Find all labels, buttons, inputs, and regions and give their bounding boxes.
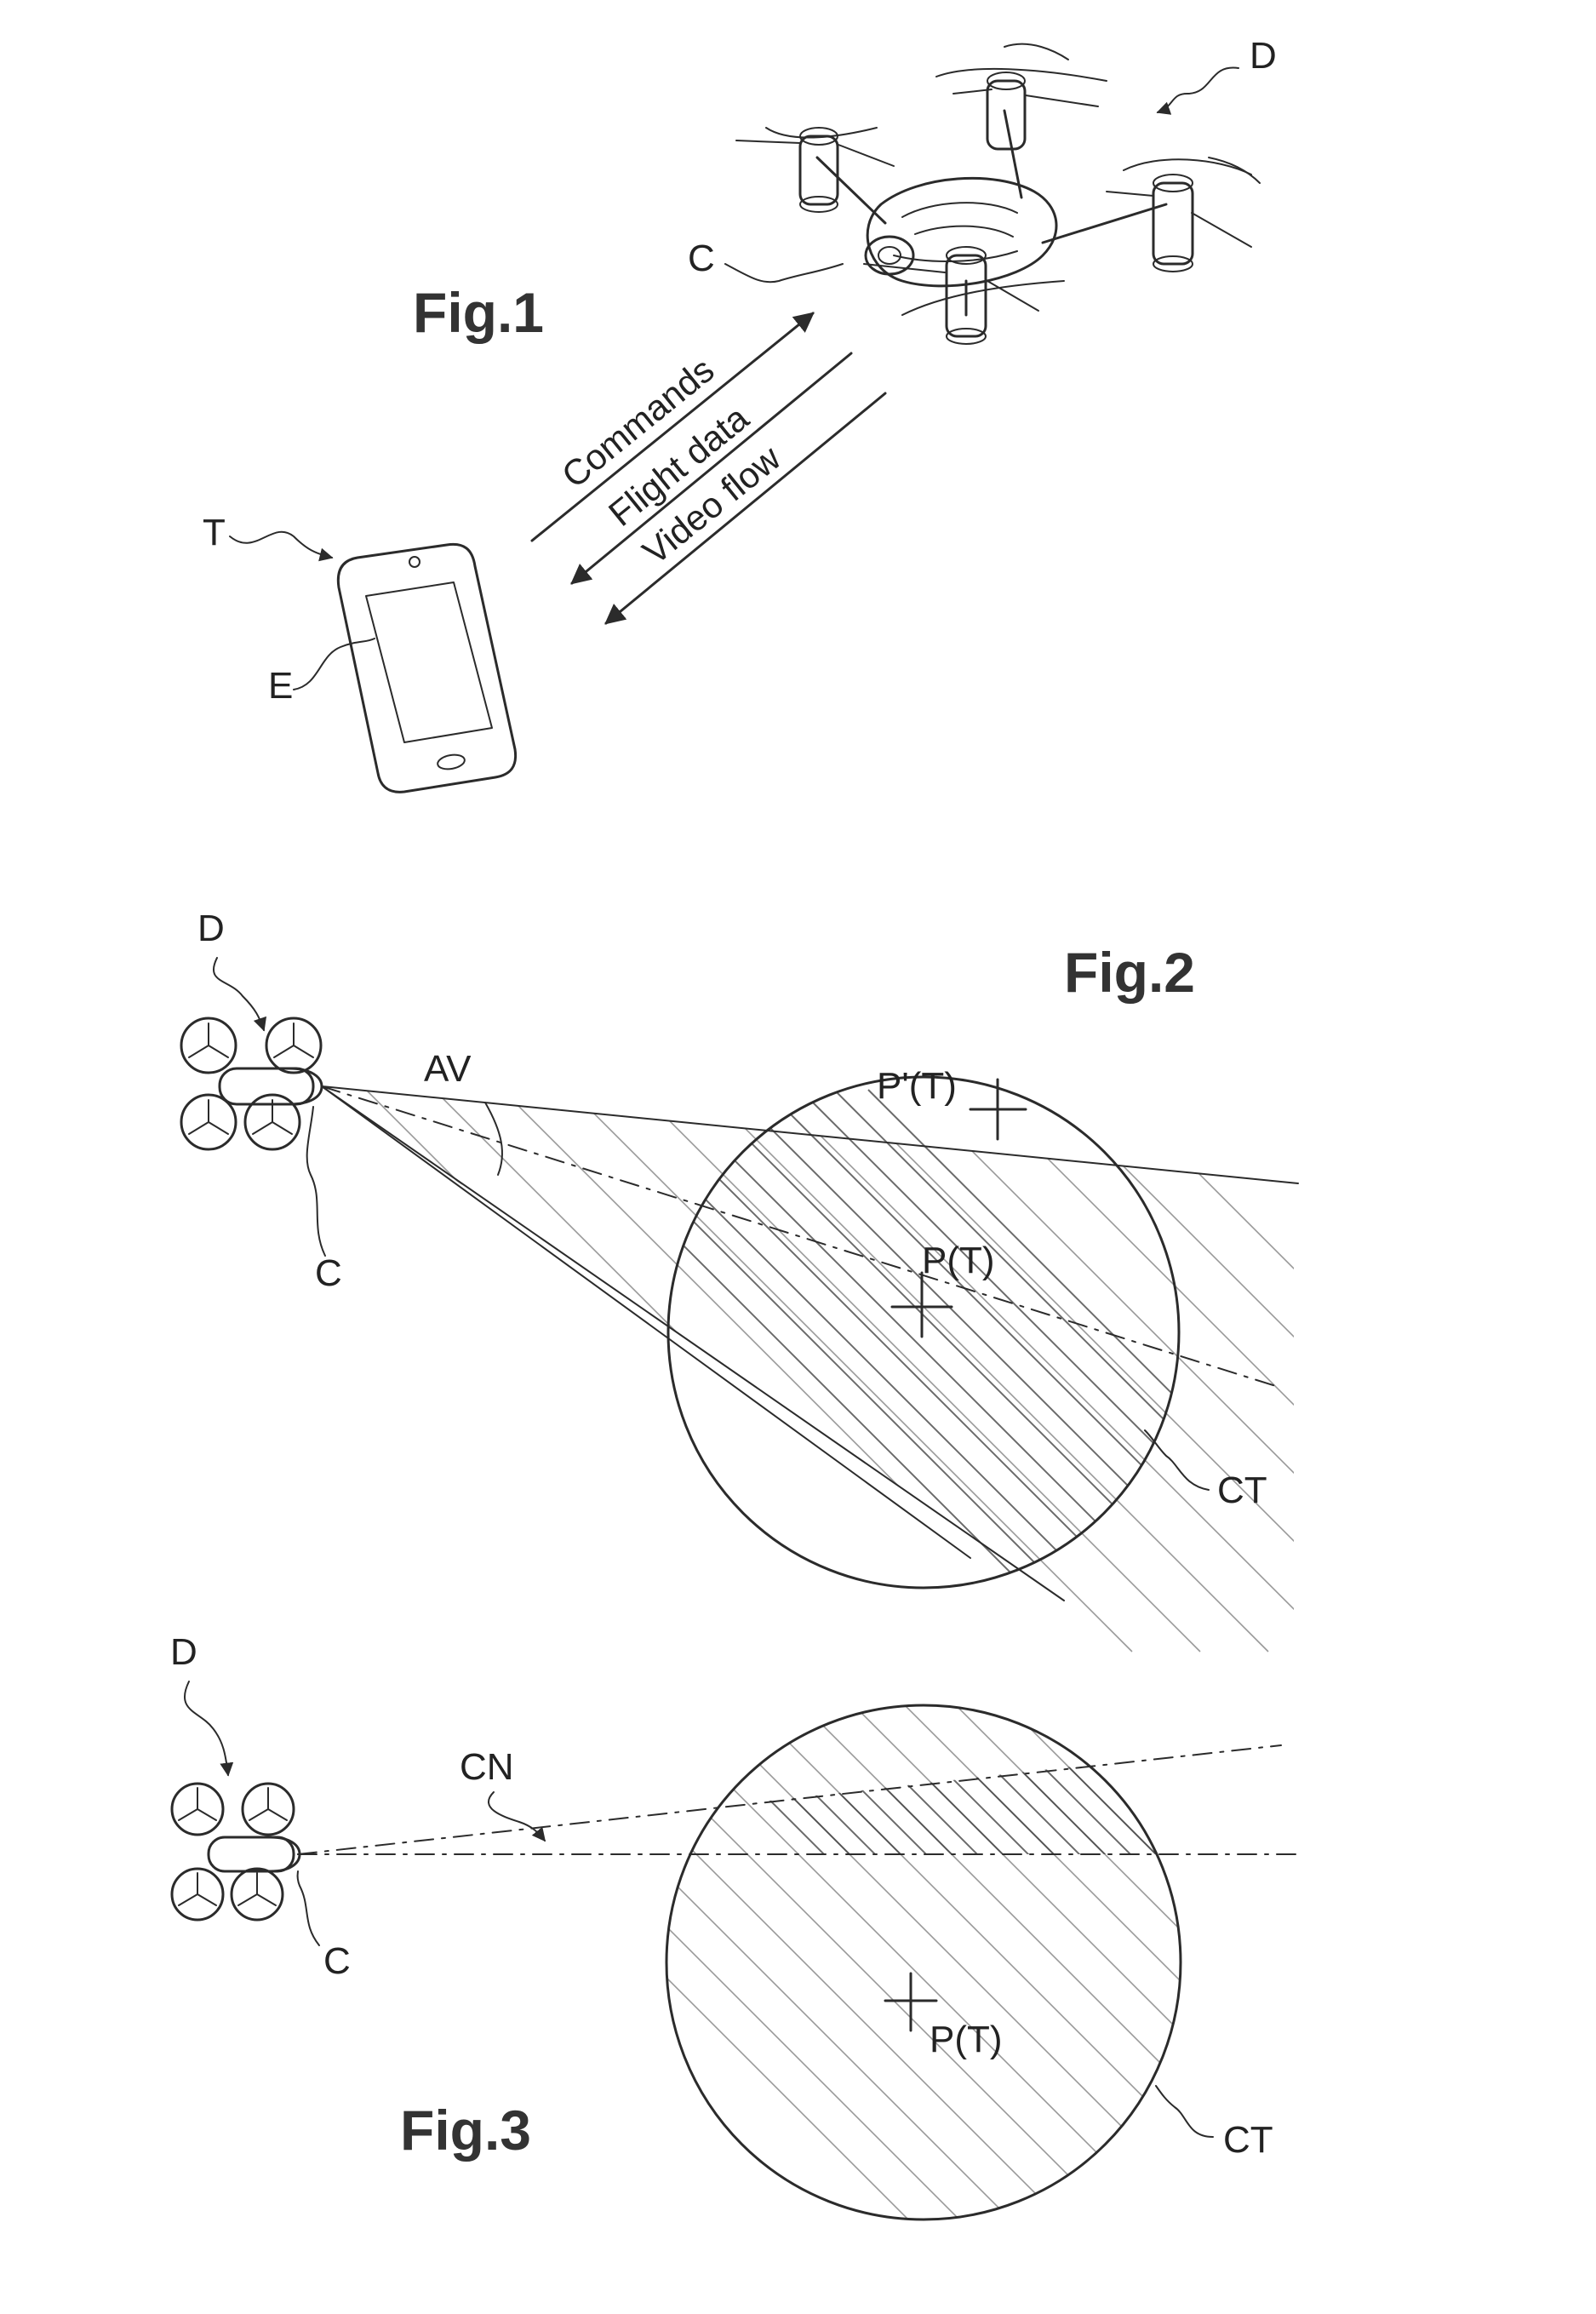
terminal-label: T [203, 512, 226, 553]
point-label-fig3: P(T) [930, 2019, 1003, 2060]
point-marker-fig3 [885, 1973, 936, 2030]
view-angle-hatching [340, 1064, 1596, 1652]
drone-topview-fig2 [181, 1018, 322, 1149]
camera-label-leader [725, 264, 843, 282]
camera-label-fig3: C [323, 1940, 351, 1982]
figure-2: Fig.2 D C [181, 908, 1596, 1652]
figure-3: Fig.3 D C [170, 1631, 1596, 2299]
cone-label: CN [460, 1746, 514, 1788]
drone-label-leader-fig3 [185, 1681, 228, 1775]
point-label-fig2: P(T) [922, 1240, 995, 1281]
camera-label-leader-fig3 [298, 1871, 320, 1945]
camera-label-fig1: C [688, 238, 715, 279]
screen-label: E [268, 665, 293, 707]
drone-label-fig2: D [197, 908, 225, 949]
drone-illustration [736, 44, 1260, 344]
cone-upper-edge [298, 1745, 1281, 1854]
figure-2-title: Fig.2 [1064, 941, 1195, 1004]
view-angle-lower-edge-2 [322, 1086, 970, 1558]
screen-label-leader [294, 639, 375, 690]
drone-label-fig3: D [170, 1631, 197, 1673]
cone-label-leader [489, 1792, 545, 1841]
view-angle-label: AV [424, 1048, 472, 1090]
view-axis-dashed [322, 1086, 1281, 1388]
motor-front-left [736, 128, 894, 212]
target-circle-fig3 [666, 1705, 1181, 2219]
drone-label-leader-fig2 [214, 958, 264, 1030]
camera-label-fig2: C [315, 1252, 342, 1294]
circle-label-fig3: CT [1223, 2119, 1273, 2161]
circle-label-fig2: CT [1217, 1469, 1267, 1511]
point-prev-marker [970, 1080, 1026, 1139]
camera-label-leader-fig2 [307, 1107, 325, 1256]
figure-1-title: Fig.1 [413, 281, 544, 344]
figure-3-title: Fig.3 [400, 2099, 531, 2162]
motor-back-left [936, 69, 1107, 149]
point-prev-label: P'(T) [877, 1065, 957, 1107]
drone-label-leader [1158, 68, 1238, 112]
wedge-hatch [340, 1064, 1596, 1652]
figure-1: Fig.1 [203, 35, 1277, 792]
drone-topview-fig3 [172, 1784, 300, 1920]
terminal-label-leader [230, 532, 332, 558]
drone-label-fig1: D [1250, 35, 1277, 77]
circle-label-leader-fig3 [1156, 2086, 1213, 2137]
terminal-phone [338, 544, 515, 792]
